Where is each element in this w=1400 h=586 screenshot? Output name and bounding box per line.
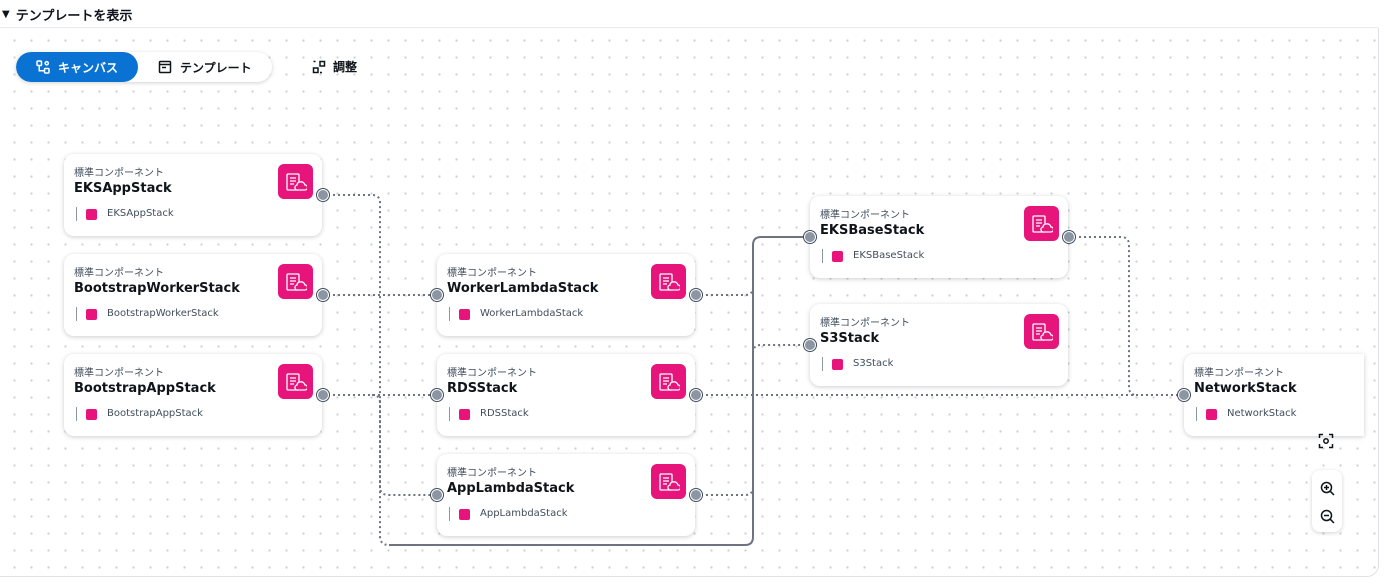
canvas-icon [36,60,50,74]
output-handle[interactable] [690,489,702,501]
zoom-in-button[interactable] [1319,480,1335,496]
node-name: S3Stack [820,331,880,346]
node-sub-divider [449,407,450,421]
node-type: 標準コンポーネント [1194,368,1284,379]
zoom-out-icon [1320,509,1335,524]
node-type: 標準コンポーネント [74,168,164,179]
node-sub-divider [822,357,823,371]
output-handle[interactable] [690,289,702,301]
node-sub-divider [76,407,77,421]
output-handle[interactable] [1063,231,1075,243]
node-type: 標準コンポーネント [74,268,164,279]
input-handle[interactable] [804,339,816,351]
node-sub-label: NetworkStack [1227,408,1297,419]
node-applambdastack[interactable]: 標準コンポーネント AppLambdaStack AppLambdaStack [437,454,695,536]
node-bootstrapworkerstack[interactable]: 標準コンポーネント BootstrapWorkerStack Bootstrap… [64,254,322,336]
node-rdsstack[interactable]: 標準コンポーネント RDSStack RDSStack [437,354,695,436]
fit-view-button[interactable] [1317,432,1335,450]
node-name: BootstrapWorkerStack [74,281,240,296]
template-section-header[interactable]: ▼ テンプレートを表示 [0,0,1380,28]
input-handle[interactable] [1178,389,1190,401]
node-sub-divider [76,307,77,321]
node-name: WorkerLambdaStack [447,281,599,296]
template-tab-label: テンプレート [180,60,252,75]
cloudformation-stack-icon [651,364,686,399]
node-type: 標準コンポーネント [447,268,537,279]
node-name: AppLambdaStack [447,481,575,496]
node-sub-label: S3Stack [853,358,894,369]
cloudformation-stack-icon [651,464,686,499]
cloudformation-stack-icon [1024,206,1059,241]
node-sub-label: BootstrapWorkerStack [107,308,219,319]
adjust-icon [312,60,326,73]
input-handle[interactable] [804,231,816,243]
node-type: 標準コンポーネント [74,368,164,379]
output-handle[interactable] [690,389,702,401]
template-tab[interactable]: テンプレート [138,52,272,82]
adjust-button[interactable]: 調整 [312,58,357,75]
stack-mini-icon [86,209,97,220]
node-name: BootstrapAppStack [74,381,216,396]
collapse-triangle-icon[interactable]: ▼ [2,8,10,20]
node-s3stack[interactable]: 標準コンポーネント S3Stack S3Stack [810,304,1068,386]
fit-view-icon [1318,433,1334,449]
stack-mini-icon [86,309,97,320]
input-handle[interactable] [431,489,443,501]
node-sub-label: EKSBaseStack [853,250,925,261]
stack-mini-icon [86,409,97,420]
node-sub-label: BootstrapAppStack [107,408,203,419]
cloudformation-stack-icon [651,264,686,299]
stack-mini-icon [459,409,470,420]
stack-mini-icon [459,509,470,520]
template-icon [158,60,172,74]
view-mode-segmented-control: キャンバス テンプレート [16,52,272,82]
node-sub-divider [822,249,823,263]
node-networkstack[interactable]: 標準コンポーネント NetworkStack NetworkStack [1184,354,1364,436]
node-bootstrapappstack[interactable]: 標準コンポーネント BootstrapAppStack BootstrapApp… [64,354,322,436]
node-workerlambdastack[interactable]: 標準コンポーネント WorkerLambdaStack WorkerLambda… [437,254,695,336]
adjust-label: 調整 [333,60,358,74]
section-title: テンプレートを表示 [15,8,133,24]
header-divider [0,27,1378,28]
node-type: 標準コンポーネント [447,368,537,379]
stack-mini-icon [1206,409,1217,420]
canvas-tab[interactable]: キャンバス [16,52,139,82]
stack-mini-icon [459,309,470,320]
node-sub-label: WorkerLambdaStack [480,308,584,319]
input-handle[interactable] [431,389,443,401]
node-sub-label: AppLambdaStack [480,508,568,519]
input-handle[interactable] [431,289,443,301]
canvas-tab-label: キャンバス [58,60,119,75]
output-handle[interactable] [317,389,329,401]
node-eksappstack[interactable]: 標準コンポーネント EKSAppStack EKSAppStack [64,154,322,236]
zoom-in-icon [1320,481,1335,496]
cloudformation-stack-icon [1024,314,1059,349]
node-name: EKSAppStack [74,181,172,196]
zoom-out-button[interactable] [1319,508,1335,524]
node-type: 標準コンポーネント [820,210,910,221]
node-sub-label: EKSAppStack [107,208,174,219]
node-type: 標準コンポーネント [820,318,910,329]
node-sub-divider [449,307,450,321]
node-name: NetworkStack [1194,381,1297,396]
zoom-controls [1312,470,1342,532]
cloudformation-stack-icon [278,164,313,199]
node-sub-label: RDSStack [480,408,529,419]
node-sub-divider [449,507,450,521]
node-type: 標準コンポーネント [447,468,537,479]
node-sub-divider [76,207,77,221]
node-sub-divider [1196,407,1197,421]
node-name: RDSStack [447,381,518,396]
output-handle[interactable] [317,189,329,201]
cloudformation-stack-icon [278,264,313,299]
stack-mini-icon [832,251,843,262]
cloudformation-stack-icon [278,364,313,399]
node-name: EKSBaseStack [820,223,925,238]
stack-mini-icon [832,359,843,370]
node-eksbasestack[interactable]: 標準コンポーネント EKSBaseStack EKSBaseStack [810,196,1068,278]
output-handle[interactable] [317,289,329,301]
